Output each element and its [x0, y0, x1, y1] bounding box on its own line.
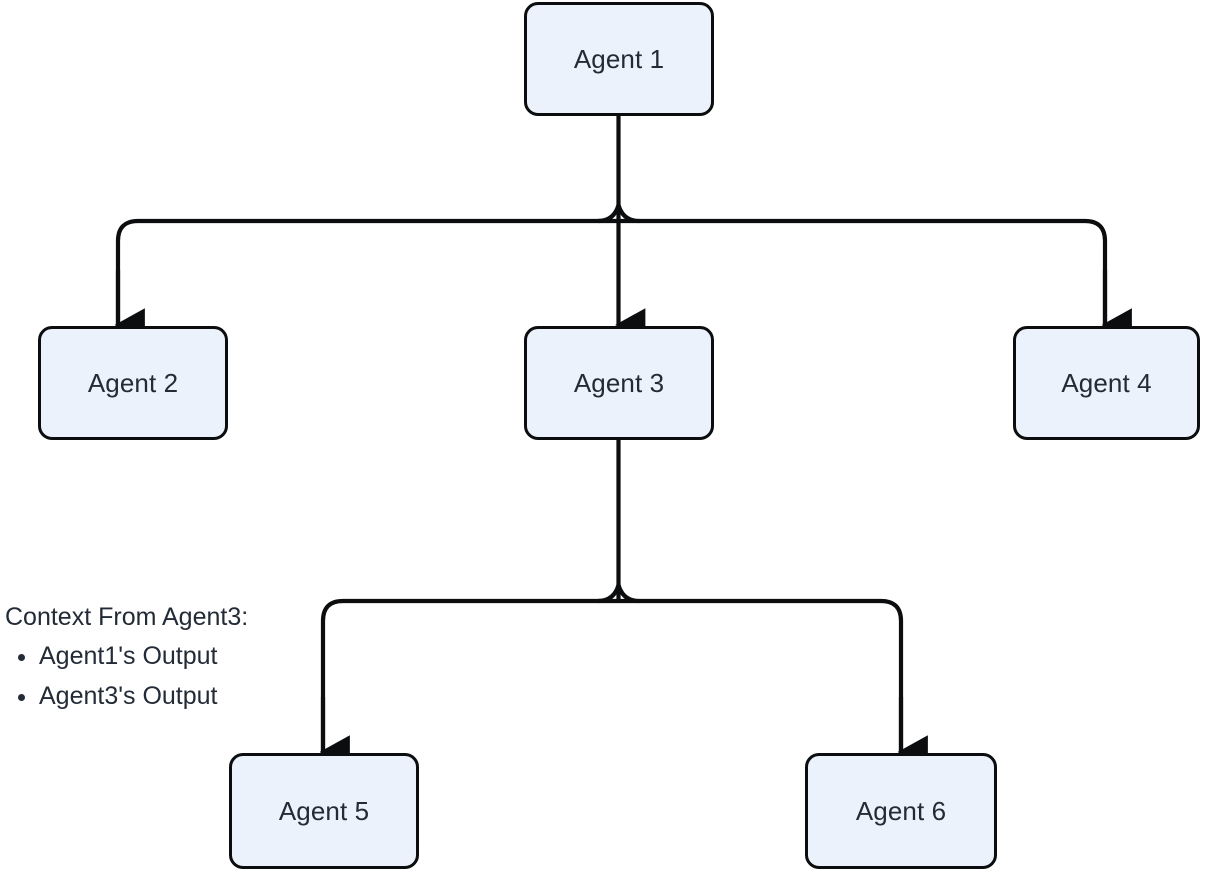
context-annotation-list: Agent1's Output Agent3's Output	[5, 636, 248, 716]
list-item: Agent3's Output	[39, 676, 248, 716]
edge-mid-fillet-left	[597, 584, 621, 604]
edge-top-fillet-right	[616, 204, 640, 224]
node-label-agent6: Agent 6	[855, 796, 947, 826]
context-annotation-title: Context From Agent3:	[5, 603, 249, 631]
node-label-agent1: Agent 1	[573, 44, 665, 74]
edge-top-bus	[115, 218, 1108, 326]
node-label-agent3: Agent 3	[573, 368, 665, 398]
edge-mid-fillet-right	[616, 584, 640, 604]
node-agent1[interactable]: Agent 1	[524, 2, 714, 116]
node-label-agent5: Agent 5	[278, 796, 370, 826]
edge-mid-bus	[320, 598, 904, 753]
node-label-agent2: Agent 2	[87, 368, 179, 398]
list-item: Agent1's Output	[39, 636, 248, 676]
node-agent2[interactable]: Agent 2	[38, 326, 228, 440]
node-agent4[interactable]: Agent 4	[1013, 326, 1200, 440]
context-annotation: Context From Agent3: Agent1's Output Age…	[5, 603, 249, 716]
node-agent5[interactable]: Agent 5	[229, 753, 419, 869]
node-agent6[interactable]: Agent 6	[805, 753, 997, 869]
edge-top-fillet-left	[597, 204, 621, 224]
node-label-agent4: Agent 4	[1061, 368, 1152, 398]
node-agent3[interactable]: Agent 3	[524, 326, 714, 440]
